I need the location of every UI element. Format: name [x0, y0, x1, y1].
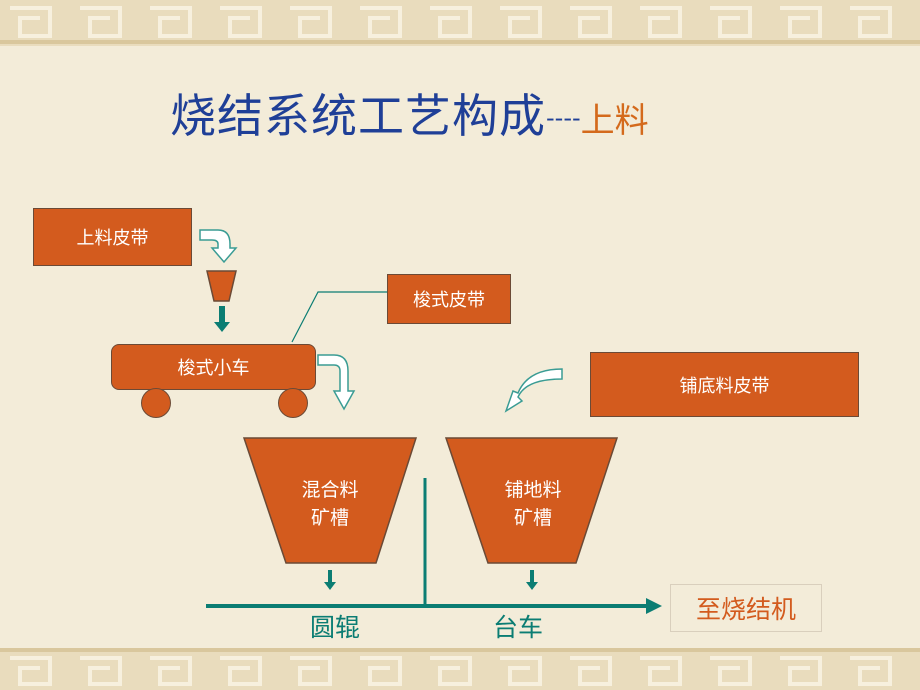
curved-arrow-icon: [504, 368, 563, 413]
conveyor-arrowhead-icon: [646, 598, 662, 614]
curved-arrow-icon: [317, 354, 356, 411]
top-border: [0, 0, 920, 46]
hearth-hopper-line2: 矿槽: [513, 507, 552, 529]
hearth-hopper: [444, 437, 619, 564]
curved-arrow-icon: [199, 229, 238, 264]
shuttle-belt-box: 梭式皮带: [387, 274, 511, 324]
border-pattern-icon: [0, 6, 920, 44]
cart-wheel-right: [278, 388, 308, 418]
callout-line: [291, 291, 388, 343]
mix-hopper-line2: 矿槽: [310, 507, 349, 529]
small-funnel: [206, 270, 237, 302]
title-dashes: ----: [546, 104, 581, 132]
cart-wheel-left: [141, 388, 171, 418]
bottom-border: [0, 648, 920, 690]
slide-title: 烧结系统工艺构成----上料: [170, 80, 770, 150]
border-pattern-icon: [0, 648, 920, 686]
trolley-label: 台车: [493, 613, 544, 642]
down-arrow-icon: [526, 570, 538, 590]
down-arrow-icon: [324, 570, 336, 590]
destination-label: 至烧结机: [670, 584, 822, 632]
mix-hopper: [242, 437, 418, 564]
down-arrow-icon: [214, 306, 230, 332]
hearth-hopper-label: 铺地料 矿槽: [483, 476, 583, 532]
mix-hopper-line1: 混合料: [301, 479, 359, 501]
feed-belt-box: 上料皮带: [33, 208, 192, 266]
title-main: 烧结系统工艺构成: [170, 89, 546, 143]
roller-label: 圆辊: [310, 613, 361, 642]
shuttle-cart-box: 梭式小车: [111, 344, 316, 390]
title-sub: 上料: [580, 101, 649, 141]
hearth-hopper-line1: 铺地料: [504, 479, 562, 501]
mix-hopper-label: 混合料 矿槽: [280, 476, 380, 532]
bedding-belt-box: 铺底料皮带: [590, 352, 859, 417]
